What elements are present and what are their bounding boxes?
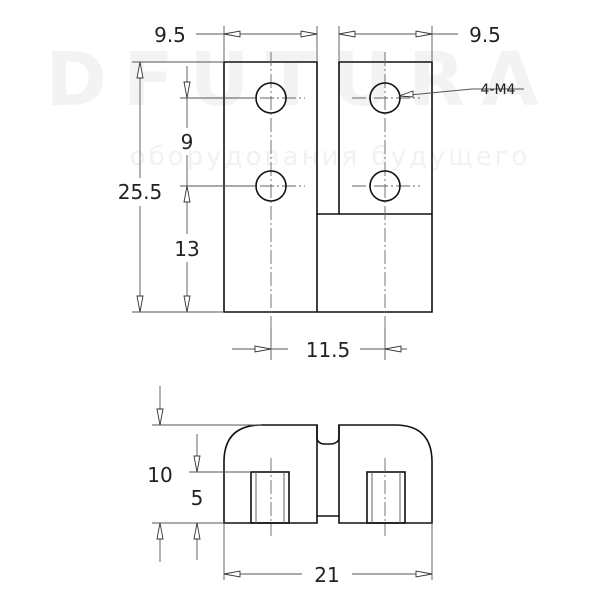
mounting-hole bbox=[369, 82, 401, 114]
dim-overall-width: 21 bbox=[223, 523, 433, 587]
thread-slot bbox=[250, 471, 290, 524]
dim-hole-pitch: 9 bbox=[180, 66, 256, 203]
dim-label-step-width: 11.5 bbox=[306, 338, 351, 362]
watermark: DFUTURA оборудования будущего bbox=[46, 37, 555, 172]
thread-callout: 4-M4 bbox=[398, 82, 524, 98]
side-view bbox=[223, 424, 433, 536]
watermark-tagline: оборудования будущего bbox=[130, 142, 531, 172]
watermark-brand: DFUTURA bbox=[46, 37, 555, 123]
side-view-outline bbox=[223, 424, 433, 524]
dim-top-left-width: 9.5 bbox=[154, 23, 318, 62]
dim-label-overall-height: 25.5 bbox=[118, 180, 163, 204]
dim-side-height: 10 bbox=[147, 386, 262, 562]
dim-top-right-width: 9.5 bbox=[338, 23, 501, 62]
mounting-hole bbox=[369, 170, 401, 202]
dim-lower-height: 13 bbox=[174, 202, 200, 313]
dim-step-width: 11.5 bbox=[232, 328, 407, 362]
dim-label-top-left: 9.5 bbox=[154, 23, 186, 47]
thread-slot bbox=[366, 471, 406, 524]
thread-spec-label: 4-M4 bbox=[481, 82, 516, 98]
dim-label-slot-depth: 5 bbox=[191, 486, 204, 510]
dim-label-overall-width: 21 bbox=[314, 563, 339, 587]
front-view bbox=[223, 52, 433, 328]
dim-label-lower-height: 13 bbox=[174, 237, 199, 261]
dim-label-side-height: 10 bbox=[147, 463, 172, 487]
dim-overall-height: 25.5 bbox=[118, 61, 224, 313]
dim-label-hole-pitch: 9 bbox=[181, 130, 194, 154]
dim-label-top-right: 9.5 bbox=[469, 23, 501, 47]
dim-slot-depth: 5 bbox=[189, 434, 251, 560]
